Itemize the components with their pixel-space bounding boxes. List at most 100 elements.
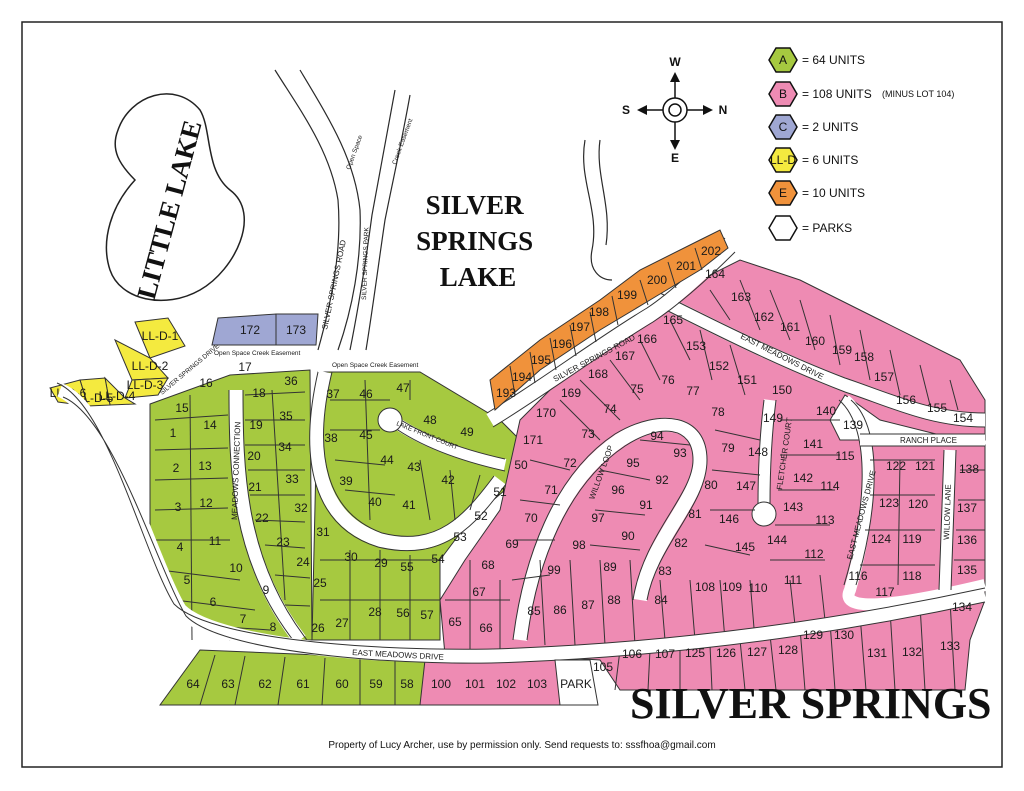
ranch-place-label: RANCH PLACE [900,436,957,445]
lot-7-label: 7 [240,612,247,626]
lot-26-label: 26 [311,621,325,635]
lot-30-label: 30 [344,550,358,564]
legend-text-ll-d: = 6 UNITS [802,153,858,167]
lot-127-label: 127 [747,645,767,659]
map-title: SILVER SPRINGS [630,679,992,728]
lot-53-label: 53 [453,530,467,544]
lot-10-label: 10 [229,561,243,575]
lot-126-label: 126 [716,646,736,660]
lot-132-label: 132 [902,645,922,659]
willow-lane-edge [938,449,957,591]
lot-161-label: 161 [780,320,800,334]
lot-78-label: 78 [711,405,725,419]
lot-39-label: 39 [339,474,353,488]
willow-loop-road [513,417,708,641]
lot-137-label: 137 [957,501,977,515]
willow-lane-label: WILLOW LANE [942,484,953,540]
lot-34-label: 34 [278,440,292,454]
legend-item-ll-d: LL-D = 6 UNITS [768,147,858,173]
lot-133-label: 133 [940,639,960,653]
compass-rose: W E S N [622,55,727,165]
willow-lane-road [939,449,956,591]
lot-131-label: 131 [867,646,887,660]
lot-51-label: 51 [493,485,507,499]
lot-86-label: 86 [553,603,567,617]
lot-129-label: 129 [803,628,823,642]
lot-195-label: 195 [531,353,551,367]
lot-141-label: 141 [803,437,823,451]
lot-37-label: 37 [326,387,340,401]
lot-73-label: 73 [581,427,595,441]
lot-48-label: 48 [423,413,437,427]
lot-17-label: 17 [238,360,252,374]
legend: A = 64 UNITS B = 108 UNITS (MINUS LOT 10… [768,47,954,241]
lot-94-label: 94 [650,429,664,443]
lot-27-label: 27 [335,616,349,630]
lot-25-label: 25 [313,576,327,590]
lot-ll-d-1[interactable] [134,317,186,359]
lot-153-label: 153 [686,339,706,353]
lot-102-label: 102 [496,677,516,691]
lot-28-label: 28 [368,605,382,619]
lot-155-label: 155 [927,401,947,415]
lot-96-label: 96 [611,483,625,497]
fletcher-court-edge [757,399,777,506]
lot-6-label: 6 [210,595,217,609]
lot-16-label: 16 [199,376,213,390]
silver-springs-road-curve-edge [309,371,507,552]
lot-202-label: 202 [701,244,721,258]
lot-19-label: 19 [249,418,263,432]
lake-front-court-road [388,415,507,471]
lot-92-label: 92 [655,473,669,487]
e-lot-dividers [509,247,703,396]
lot-108-label: 108 [695,580,715,594]
lake-label-line-2: SPRINGS [416,226,533,256]
lot-107-label: 107 [655,647,675,661]
lot-84-label: 84 [654,593,668,607]
lot-109-label: 109 [722,580,742,594]
lot-147-label: 147 [736,479,756,493]
footer-credit: Property of Lucy Archer, use by permissi… [328,740,715,751]
lot-79-label: 79 [721,441,735,455]
lot-76-label: 76 [661,373,675,387]
lot-12-label: 12 [199,496,213,510]
lot-173[interactable] [275,313,319,346]
silver-springs-road-east [486,240,735,427]
lot-21-label: 21 [248,480,262,494]
creek-line-east-2 [598,139,608,246]
lot-148-label: 148 [748,445,768,459]
lot-77-label: 77 [686,384,700,398]
legend-item-e: E = 10 UNITS [768,180,865,206]
b-lot-dividers [445,279,985,691]
compass-w: W [669,55,681,69]
lot-163-label: 163 [731,290,751,304]
b-lot-numbers: 65 66 67 68 69 70 71 72 73 74 75 76 77 7… [431,267,979,691]
lot-2-label: 2 [173,461,180,475]
fletcher-court-cul-de-sac [751,501,777,527]
lot-194-label: 194 [512,370,532,384]
lot-105-label: 105 [593,660,613,674]
little-lake [105,93,245,302]
lots-c [211,313,319,346]
lot-49-label: 49 [460,425,474,439]
compass-e: E [671,151,679,165]
lot-36-label: 36 [284,374,298,388]
compass-s: S [622,103,630,117]
legend-text-b: = 108 UNITS [802,87,872,101]
lot-ll-d-3[interactable] [124,377,169,399]
lot-46-label: 46 [359,387,373,401]
lot-158-label: 158 [854,350,874,364]
silver-springs-road-north-2 [299,69,361,351]
east-meadows-south-edge [56,382,986,664]
lot-111-label: 111 [784,573,803,587]
lot-110-label: 110 [748,581,767,595]
lot-40-label: 40 [368,495,382,509]
lot-201-label: 201 [676,259,696,273]
lot-ll-d-4-label: LL-D-4 [99,389,136,403]
lot-65-label: 65 [448,615,462,629]
lot-150-label: 150 [772,383,792,397]
lot-149-label: 149 [763,411,783,425]
lot-146-label: 146 [719,512,739,526]
lot-ll-d-3-label: LL-D-3 [127,378,164,392]
creek-easement-path-2 [365,94,411,351]
